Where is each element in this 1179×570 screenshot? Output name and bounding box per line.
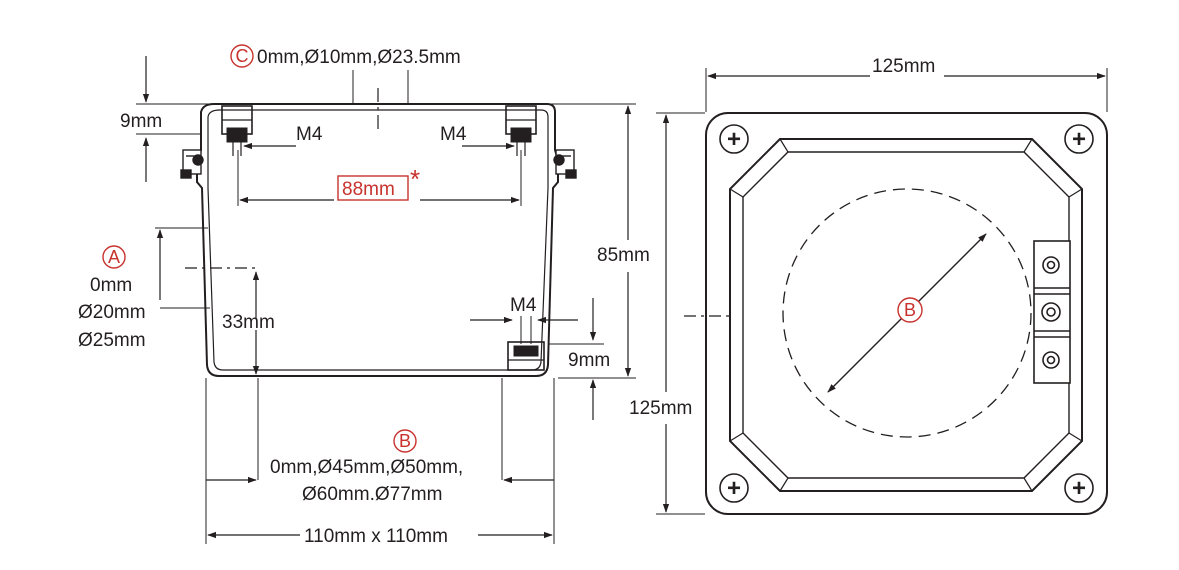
a-value-0: 0mm bbox=[90, 275, 132, 296]
screw-glyph-bl: + bbox=[727, 475, 741, 502]
thread-left-label: M4 bbox=[296, 124, 323, 145]
cutout-circle bbox=[782, 188, 1032, 438]
housing-outline bbox=[196, 103, 559, 377]
label-b: B bbox=[399, 431, 411, 451]
spacing-box bbox=[337, 175, 409, 201]
height-label: 85mm bbox=[597, 245, 650, 266]
footprint-label: 110mm x 110mm bbox=[304, 526, 448, 547]
screw-glyph-tl: + bbox=[727, 126, 741, 153]
front-view bbox=[656, 68, 1108, 515]
front-label-b: B bbox=[904, 300, 916, 320]
label-a-circle bbox=[102, 245, 126, 269]
label-a: A bbox=[108, 247, 120, 267]
label-c-circle bbox=[230, 44, 254, 68]
front-height-label: 125mm bbox=[629, 398, 692, 419]
side-view-labels: C 0mm,Ø10mm,Ø23.5mm 9mm M4 M4 88mm * A 0… bbox=[78, 44, 650, 547]
clip-left bbox=[180, 149, 204, 179]
spacing-mark: * bbox=[410, 164, 420, 194]
b-values-line-2: Ø60mm.Ø77mm bbox=[302, 484, 442, 505]
label-c: C bbox=[236, 46, 249, 66]
a-value-1: Ø20mm bbox=[78, 302, 146, 323]
a-value-2: Ø25mm bbox=[78, 330, 146, 351]
front-view-labels: + + + + 125mm 125mm B bbox=[629, 56, 1086, 502]
front-plate bbox=[705, 112, 1108, 515]
front-label-b-circle bbox=[897, 297, 923, 323]
side-view bbox=[136, 56, 636, 544]
thread-bottom-label: M4 bbox=[510, 295, 537, 316]
terminal-block bbox=[1033, 240, 1071, 384]
bottom-gap-label: 9mm bbox=[568, 350, 610, 371]
screw-bottom-right bbox=[1064, 473, 1094, 503]
clip-right bbox=[553, 149, 577, 179]
screw-glyph-br: + bbox=[1072, 475, 1086, 502]
screw-bottom-left bbox=[719, 473, 749, 503]
top-gap-label: 9mm bbox=[120, 111, 162, 132]
boss-bottom-right bbox=[507, 341, 545, 371]
spacing-label: 88mm bbox=[342, 179, 395, 200]
c-values: 0mm,Ø10mm,Ø23.5mm bbox=[257, 47, 461, 68]
thread-right-label: M4 bbox=[440, 124, 467, 145]
screw-glyph-tr: + bbox=[1072, 126, 1086, 153]
b-values-line-1: 0mm,Ø45mm,Ø50mm, bbox=[270, 457, 463, 478]
screw-top-left bbox=[719, 124, 749, 154]
label-b-circle bbox=[393, 429, 417, 453]
offset-label: 33mm bbox=[222, 312, 275, 333]
front-width-label: 125mm bbox=[872, 56, 935, 77]
screw-top-right bbox=[1064, 124, 1094, 154]
